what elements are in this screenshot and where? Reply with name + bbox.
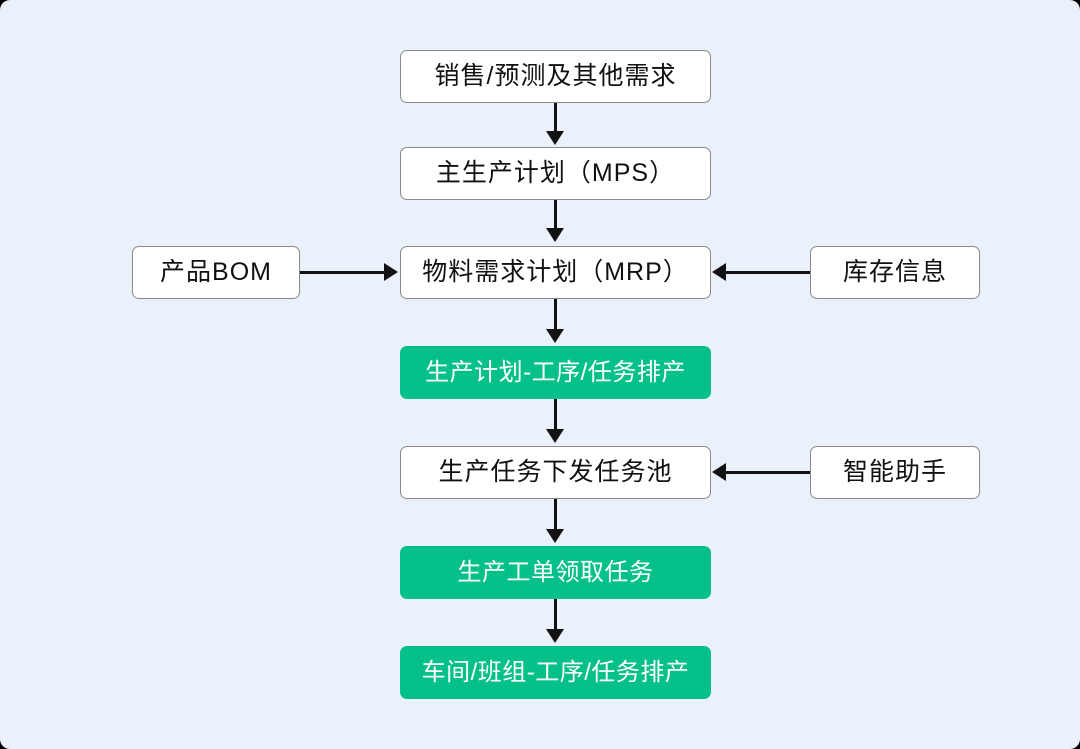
arrow-mrp-to-prodplan-head bbox=[546, 329, 564, 343]
node-inventory-info[interactable]: 库存信息 bbox=[810, 246, 980, 299]
arrow-bom-to-mrp-head bbox=[384, 263, 398, 281]
node-task-pool-dispatch[interactable]: 生产任务下发任务池 bbox=[400, 446, 711, 499]
arrow-demand-to-mps-line bbox=[554, 103, 557, 133]
node-product-bom[interactable]: 产品BOM bbox=[132, 246, 300, 299]
node-work-order-claim-task[interactable]: 生产工单领取任务 bbox=[400, 546, 711, 599]
arrow-workorder-to-workshop-line bbox=[554, 599, 557, 631]
node-production-plan-scheduling[interactable]: 生产计划-工序/任务排产 bbox=[400, 346, 711, 399]
arrow-mps-to-mrp-line bbox=[554, 200, 557, 230]
arrow-assistant-to-taskpool-line bbox=[726, 471, 810, 474]
arrow-taskpool-to-workorder-line bbox=[554, 499, 557, 531]
arrow-inventory-to-mrp-head bbox=[712, 263, 726, 281]
node-master-production-schedule[interactable]: 主生产计划（MPS） bbox=[400, 147, 711, 200]
arrow-prodplan-to-taskpool-head bbox=[546, 429, 564, 443]
arrow-mrp-to-prodplan-line bbox=[554, 299, 557, 331]
node-demand[interactable]: 销售/预测及其他需求 bbox=[400, 50, 711, 103]
arrow-bom-to-mrp-line bbox=[300, 271, 386, 274]
arrow-workorder-to-workshop-head bbox=[546, 629, 564, 643]
arrow-prodplan-to-taskpool-line bbox=[554, 399, 557, 431]
node-workshop-team-scheduling[interactable]: 车间/班组-工序/任务排产 bbox=[400, 646, 711, 699]
node-smart-assistant[interactable]: 智能助手 bbox=[810, 446, 980, 499]
arrow-taskpool-to-workorder-head bbox=[546, 529, 564, 543]
arrow-demand-to-mps-head bbox=[546, 131, 564, 145]
node-material-requirements-planning[interactable]: 物料需求计划（MRP） bbox=[400, 246, 711, 299]
arrow-mps-to-mrp-head bbox=[546, 228, 564, 242]
arrow-inventory-to-mrp-line bbox=[726, 271, 810, 274]
arrow-assistant-to-taskpool-head bbox=[712, 463, 726, 481]
